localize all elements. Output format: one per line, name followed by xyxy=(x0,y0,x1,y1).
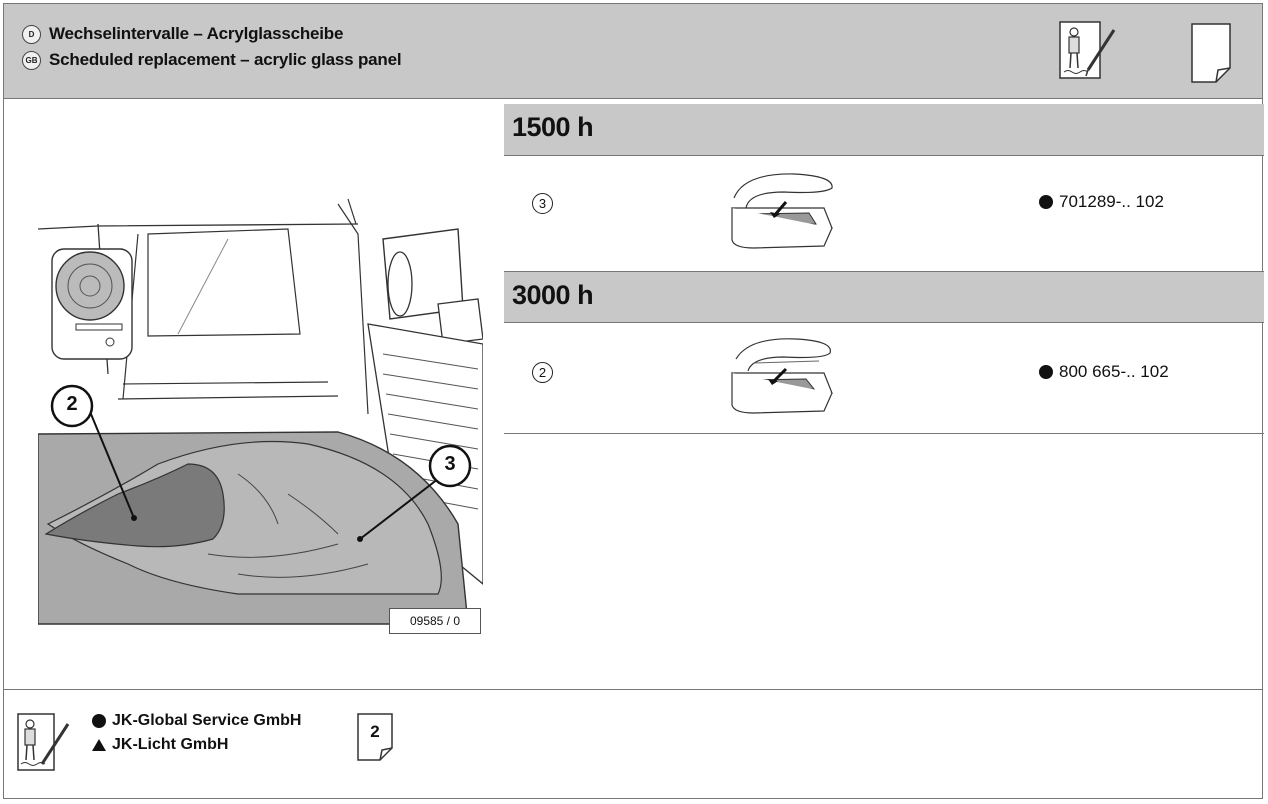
main-content: 2 3 09585 / 0 1500 h 3 701289- xyxy=(4,99,1264,689)
page-icon xyxy=(357,713,393,761)
title-gb-text: Scheduled replacement – acrylic glass pa… xyxy=(49,50,402,69)
legend-jk-global: JK-Global Service GmbH xyxy=(92,712,301,730)
page-number: 2 xyxy=(370,722,380,741)
technician-document-icon xyxy=(1058,20,1120,87)
legend-jk-licht: JK-Licht GmbH xyxy=(92,736,228,754)
interval-row-1500: 3 701289-.. 102 xyxy=(504,156,1264,271)
position-number-3000: 2 xyxy=(532,362,553,383)
callout-2: 2 xyxy=(66,393,78,415)
circle-marker-icon xyxy=(92,714,106,728)
title-gb: GB Scheduled replacement – acrylic glass… xyxy=(22,50,402,70)
page-icon xyxy=(1190,22,1234,89)
illustration: 2 3 xyxy=(37,194,484,634)
part-number-3000-text: 800 665-.. 102 xyxy=(1059,362,1169,381)
title-de-text: Wechselintervalle – Acrylglasscheibe xyxy=(49,24,344,43)
interval-hours-3000: 3000 h xyxy=(512,280,594,310)
figure-id-label: 09585 / 0 xyxy=(389,608,481,634)
position-number-1500: 3 xyxy=(532,193,553,214)
interval-header-3000: 3000 h xyxy=(504,271,1264,323)
part-number-1500-text: 701289-.. 102 xyxy=(1059,192,1164,211)
callout-3: 3 xyxy=(444,453,456,475)
legend-jk-licht-text: JK-Licht GmbH xyxy=(112,736,229,753)
interval-header-1500: 1500 h xyxy=(504,104,1264,156)
footer: JK-Global Service GmbH JK-Licht GmbH 2 xyxy=(4,689,1262,800)
legend-jk-global-text: JK-Global Service GmbH xyxy=(112,712,302,729)
solarium-bed-open-icon xyxy=(724,333,839,428)
triangle-marker-icon xyxy=(92,739,106,751)
header: D Wechselintervalle – Acrylglasscheibe G… xyxy=(4,4,1262,99)
part-number-1500: 701289-.. 102 xyxy=(1039,192,1164,212)
part-number-3000: 800 665-.. 102 xyxy=(1039,362,1169,382)
jk-global-service-marker-icon xyxy=(1039,195,1053,209)
solarium-bed-icon xyxy=(724,168,839,263)
jk-global-service-marker-icon xyxy=(1039,365,1053,379)
lang-badge-gb: GB xyxy=(22,50,41,70)
interval-row-3000: 2 800 665-.. 102 xyxy=(504,323,1264,434)
title-de: D Wechselintervalle – Acrylglasscheibe xyxy=(22,24,343,44)
lang-badge-de: D xyxy=(22,24,41,44)
interval-hours-1500: 1500 h xyxy=(512,112,594,142)
page-frame: D Wechselintervalle – Acrylglasscheibe G… xyxy=(3,3,1264,800)
technician-document-icon xyxy=(16,712,72,779)
